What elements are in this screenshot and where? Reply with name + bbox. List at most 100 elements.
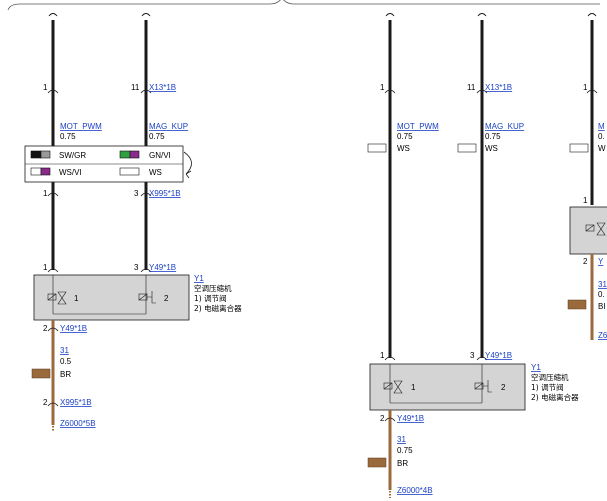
clipped-wire-c-name[interactable]: 31 <box>598 280 607 289</box>
left-connector-bottom[interactable]: Y49*1B <box>60 324 87 333</box>
left-wire-b-size: 0.75 <box>149 132 165 141</box>
clipped-section: 1 M 0. W 1 2 Y 31 0. BI Z6 <box>567 13 607 340</box>
top-bracket <box>7 0 600 11</box>
right-wire-a-name[interactable]: MOT_PWM <box>397 122 439 131</box>
right-component-id[interactable]: Y1 <box>531 363 541 372</box>
variant-1-b: GN/VI <box>149 151 171 160</box>
left-pin-top-b: 11 <box>131 83 140 92</box>
left-pin-lower: 2 <box>43 398 48 407</box>
clipped-wire-size: 0. <box>598 132 605 141</box>
left-pin-dev-a: 1 <box>43 263 48 272</box>
left-component-id[interactable]: Y1 <box>194 274 204 283</box>
right-component-title: 空调压缩机 <box>531 372 569 382</box>
valve-icon <box>383 380 403 394</box>
left-wire-a-name[interactable]: MOT_PWM <box>60 122 102 131</box>
clipped-ground-point[interactable]: Z6 <box>598 331 607 340</box>
right-wire-b-name[interactable]: MAG_KUP <box>485 122 524 131</box>
left-ground-point[interactable]: Z6000*5B <box>60 419 96 428</box>
left-connector-dev[interactable]: Y49*1B <box>149 263 176 272</box>
left-wire-c-size: 0.5 <box>60 357 72 366</box>
swatch-violet <box>129 150 140 159</box>
left-wire-a-size: 0.75 <box>60 132 76 141</box>
right-wire-a-color: WS <box>397 144 410 153</box>
right-component-box: 1 2 <box>369 363 526 411</box>
right-wire-a <box>385 13 395 358</box>
left-ground-wire <box>47 320 59 432</box>
left-component-item1: 1) 调节阀 <box>194 294 227 303</box>
left-component-n2: 2 <box>164 294 169 303</box>
left-connector-lower[interactable]: X995*1B <box>60 398 92 407</box>
left-connector-mid[interactable]: X995*1B <box>149 189 181 198</box>
left-component-n1: 1 <box>74 294 79 303</box>
swatch-white <box>119 167 140 176</box>
left-wire-a <box>48 13 58 270</box>
right-pin-top-a: 1 <box>380 83 385 92</box>
valve-icon <box>47 291 67 305</box>
swatch-white <box>569 143 589 153</box>
clipped-pin-bottom: 2 <box>583 257 588 266</box>
right-connector-bottom[interactable]: Y49*1B <box>397 414 424 423</box>
clipped-wire-c-size: 0. <box>598 290 605 299</box>
right-component-n1: 1 <box>411 383 416 392</box>
swatch-gray <box>40 150 51 159</box>
right-wire-a-size: 0.75 <box>397 132 413 141</box>
variant-table: SW/GR GN/VI WS/VI WS <box>24 145 192 183</box>
swatch-white <box>457 143 477 153</box>
right-pin-dev-a: 1 <box>380 351 385 360</box>
right-wire-b <box>477 13 487 358</box>
right-ground-point[interactable]: Z6000*4B <box>397 486 433 495</box>
swatch-white <box>30 167 42 176</box>
swatch-brown <box>31 368 51 379</box>
variant-2-a: WS/VI <box>59 168 82 177</box>
clipped-wire-name[interactable]: M <box>598 122 605 131</box>
left-pin-mid-b: 3 <box>134 189 139 198</box>
variant-1-a: SW/GR <box>59 151 86 160</box>
right-wire-c-color: BR <box>397 459 408 468</box>
swatch-white <box>367 143 387 153</box>
right-component-item1: 1) 调节阀 <box>531 383 564 392</box>
left-pin-mid-a: 1 <box>43 189 48 198</box>
clipped-component-box <box>569 206 607 255</box>
variant-2-b: WS <box>149 168 162 177</box>
left-wire-c-color: BR <box>60 370 71 379</box>
left-component-title: 空调压缩机 <box>194 283 232 293</box>
left-component-item2: 2) 电磁离合器 <box>194 303 242 313</box>
right-wire-b-size: 0.75 <box>485 132 501 141</box>
right-component-item2: 2) 电磁离合器 <box>531 392 579 402</box>
clipped-pin-mid: 1 <box>583 196 588 205</box>
right-pin-top-b: 11 <box>467 83 476 92</box>
left-pin-top-a: 1 <box>43 83 48 92</box>
right-ground-wire <box>384 410 396 498</box>
clutch-icon <box>138 291 156 304</box>
swatch-brown <box>567 299 587 310</box>
swatch-green <box>119 150 131 159</box>
clipped-connector[interactable]: Y <box>598 257 604 266</box>
left-pin-bottom: 2 <box>43 324 48 333</box>
right-section: 1 11 X13*1B MOT_PWM 0.75 WS MAG_KUP 0.75… <box>367 13 579 498</box>
swatch-violet <box>40 167 51 176</box>
left-section: 1 11 X13*1B MOT_PWM 0.75 MAG_KUP 0.75 SW… <box>24 13 242 432</box>
clutch-icon <box>474 380 492 393</box>
valve-icon <box>585 224 595 232</box>
clipped-wire-color: W <box>598 144 606 153</box>
left-wire-b <box>141 13 151 270</box>
clipped-pin-top: 1 <box>583 83 588 92</box>
right-pin-bottom: 2 <box>380 414 385 423</box>
left-wire-c-name[interactable]: 31 <box>60 346 69 355</box>
left-pin-dev-b: 3 <box>134 263 139 272</box>
right-pin-dev-b: 3 <box>470 351 475 360</box>
clipped-wire-c-color: BI <box>598 302 606 311</box>
right-component-n2: 2 <box>501 383 506 392</box>
swatch-brown <box>367 457 387 468</box>
right-connector-top[interactable]: X13*1B <box>485 83 512 92</box>
left-component-box: 1 2 <box>33 274 190 321</box>
variant-arrow <box>183 151 192 175</box>
left-wire-b-name[interactable]: MAG_KUP <box>149 122 188 131</box>
right-connector-dev[interactable]: Y49*1B <box>485 351 512 360</box>
right-wire-b-color: WS <box>485 144 498 153</box>
right-wire-c-name[interactable]: 31 <box>397 435 406 444</box>
swatch-black <box>30 150 42 159</box>
right-wire-c-size: 0.75 <box>397 446 413 455</box>
left-connector-top[interactable]: X13*1B <box>149 83 176 92</box>
